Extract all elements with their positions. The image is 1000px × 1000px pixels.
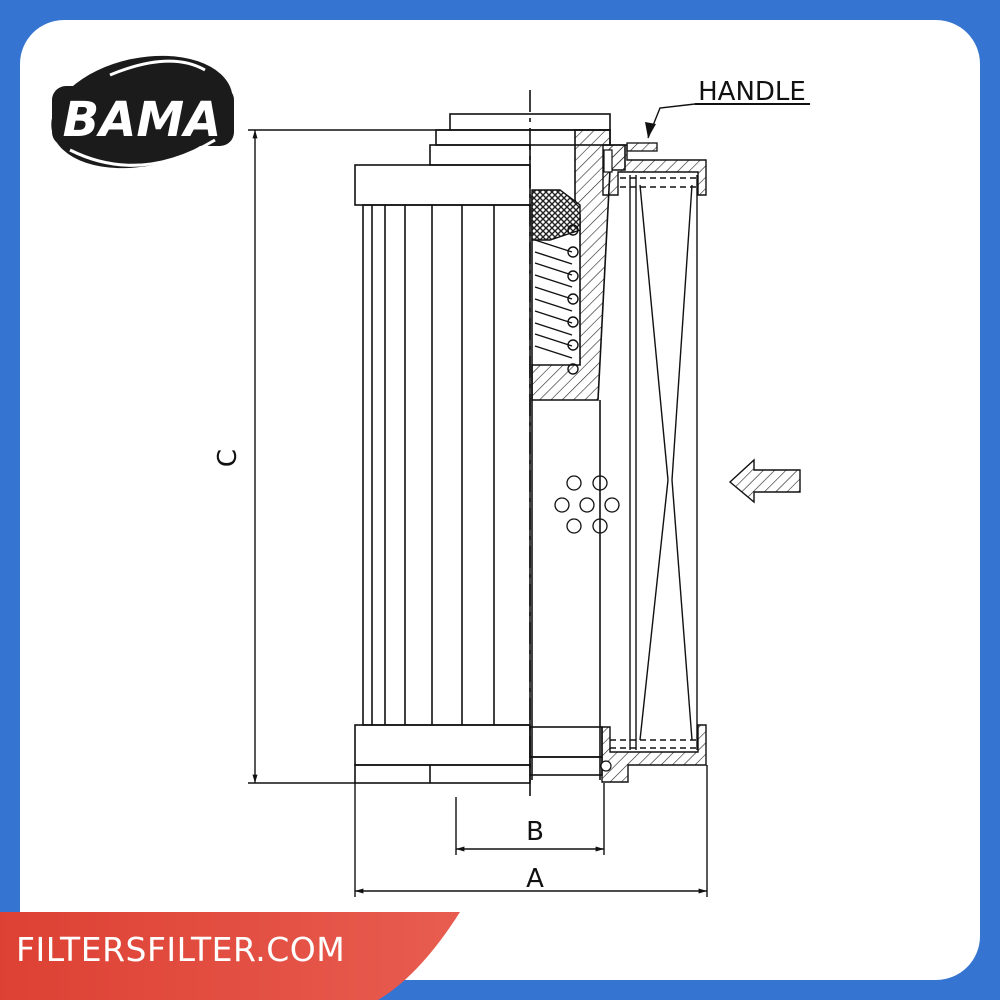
- logo-text: BAMA: [63, 92, 222, 148]
- dimension-a: [354, 765, 708, 897]
- handle: HANDLE: [602, 77, 810, 196]
- dim-b-label: B: [526, 817, 544, 847]
- footer-website-text: FILTERSFILTER.COM: [16, 930, 346, 969]
- perforation-holes: [554, 475, 620, 534]
- dimension-b: [455, 783, 605, 855]
- footer-banner: [0, 912, 460, 1000]
- dim-a-label: A: [526, 864, 544, 894]
- handle-label: HANDLE: [698, 77, 806, 107]
- white-card: [20, 20, 980, 980]
- flow-arrow-icon: [728, 458, 801, 504]
- bama-logo: BAMA: [51, 55, 234, 169]
- dim-c-label: C: [213, 449, 243, 467]
- dimension-c: [248, 129, 450, 784]
